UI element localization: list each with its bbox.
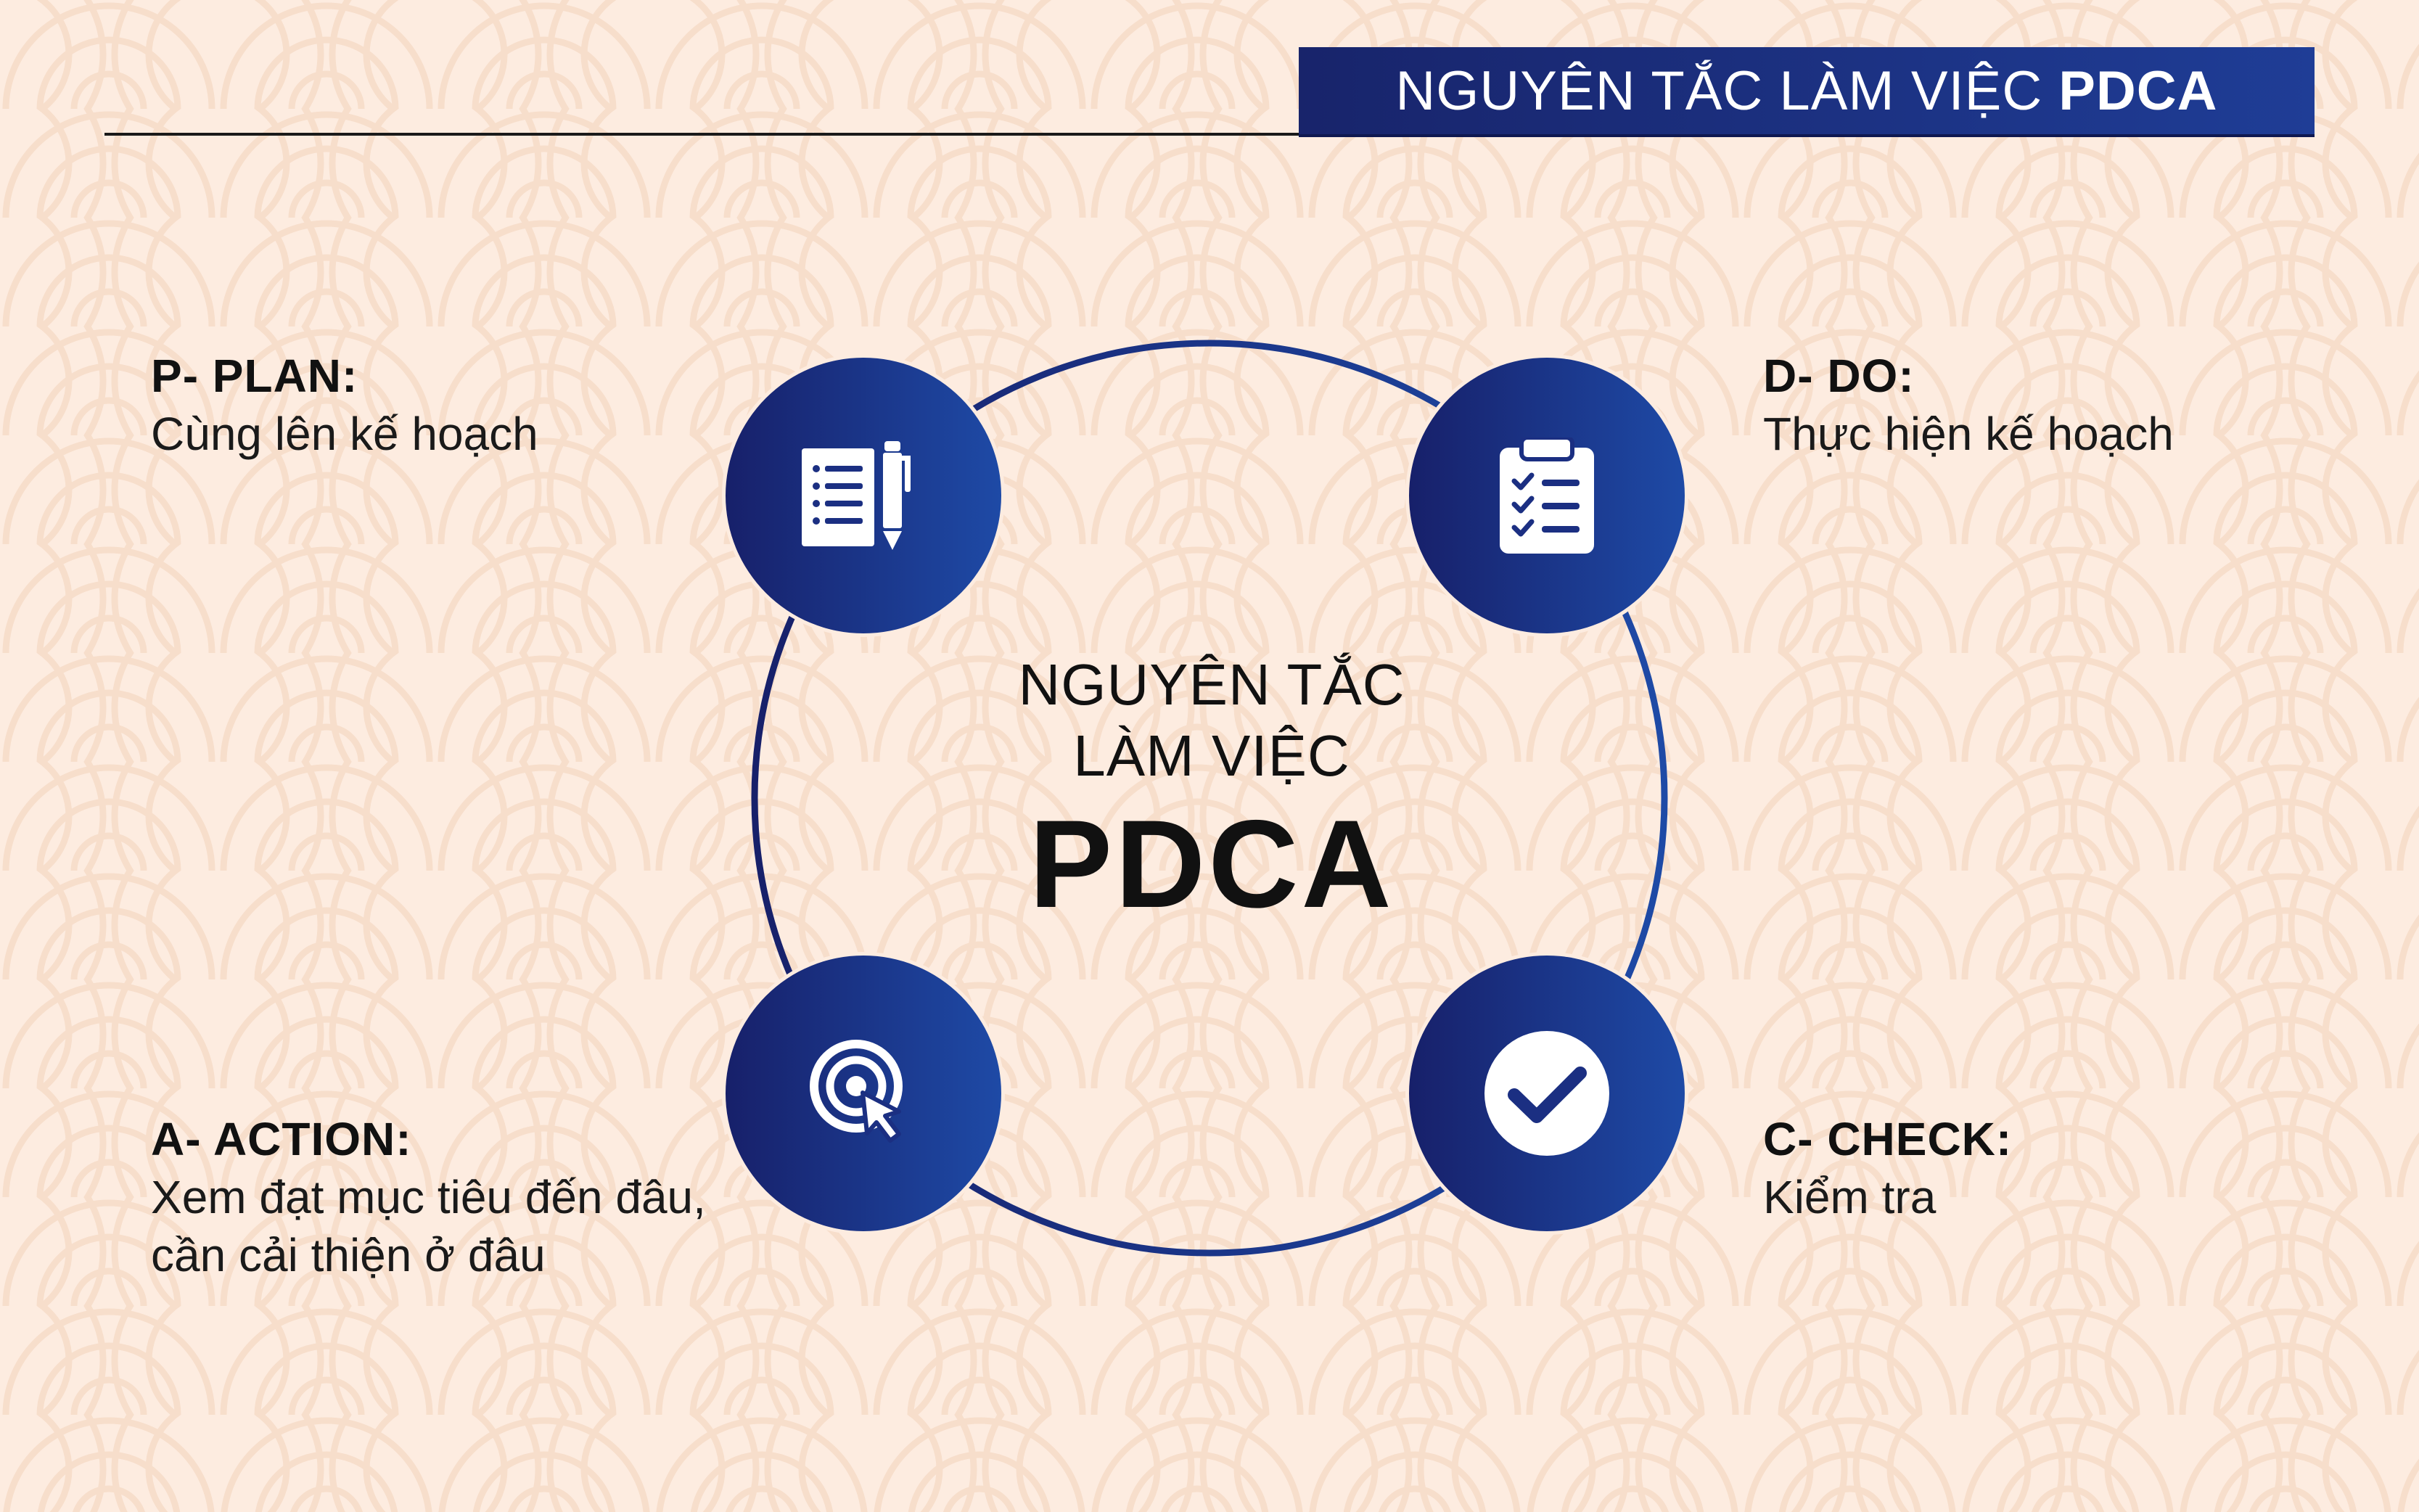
center-title: NGUYÊN TẮC LÀM VIỆC PDCA: [943, 649, 1480, 937]
check-node: [1405, 952, 1688, 1235]
header-title-light: NGUYÊN TẮC LÀM VIỆC: [1395, 59, 2043, 122]
step-check-desc: Kiểm tra: [1763, 1171, 1937, 1223]
action-node: [722, 952, 1005, 1235]
do-node: [1405, 354, 1688, 637]
step-action-desc-line2: cần cải thiện ở đâu: [151, 1229, 546, 1281]
target-cursor-icon: [810, 1040, 903, 1143]
step-do: D- DO: Thực hiện kế hoạch: [1763, 347, 2174, 463]
center-title-line1: NGUYÊN TẮC: [1018, 652, 1405, 717]
step-action-desc-line1: Xem đạt mục tiêu đến đâu,: [151, 1171, 706, 1223]
step-action-title: A- ACTION:: [151, 1113, 412, 1165]
step-do-desc: Thực hiện kế hoạch: [1763, 408, 2174, 460]
step-action: A- ACTION: Xem đạt mục tiêu đến đâu, cần…: [151, 1110, 706, 1284]
header-rule: [104, 133, 1302, 136]
header-title-bold: PDCA: [2058, 59, 2218, 122]
plan-node: [722, 354, 1005, 637]
clipboard-checklist-icon: [1500, 437, 1594, 554]
step-plan-desc: Cùng lên kế hoạch: [151, 408, 538, 460]
check-circle-icon: [1484, 1031, 1609, 1156]
step-check-title: C- CHECK:: [1763, 1113, 2013, 1165]
step-check: C- CHECK: Kiểm tra: [1763, 1110, 2012, 1226]
step-plan-title: P- PLAN:: [151, 350, 358, 402]
plan-document-pen-icon: [802, 441, 911, 550]
step-do-title: D- DO:: [1763, 350, 1915, 402]
center-title-line3: PDCA: [1029, 794, 1395, 934]
header-banner: NGUYÊN TẮC LÀM VIỆC PDCA: [1299, 47, 2315, 137]
step-plan: P- PLAN: Cùng lên kế hoạch: [151, 347, 538, 463]
center-title-line2: LÀM VIỆC: [1073, 723, 1350, 788]
